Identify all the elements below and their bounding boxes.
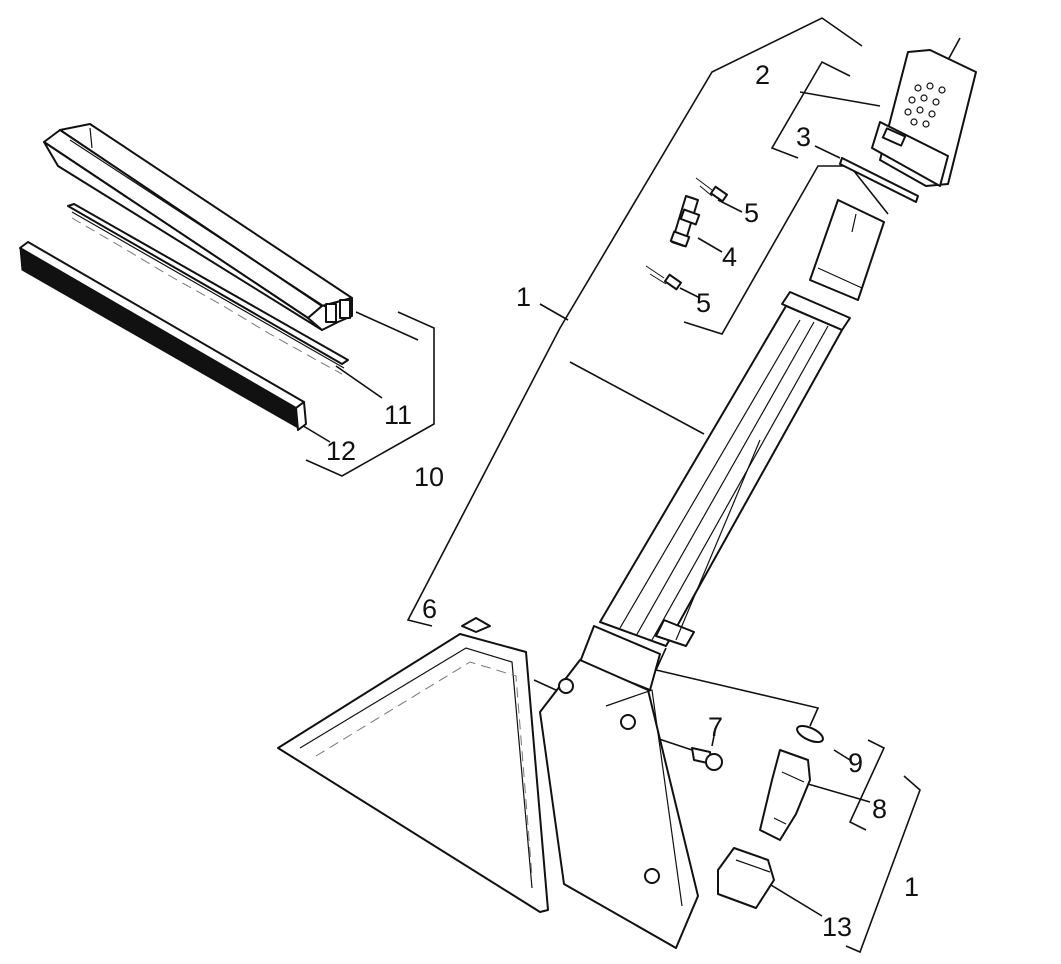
part-tube [579,199,885,691]
part-spring-upper [695,177,729,203]
part-spring-lower [645,265,683,291]
part-nozzle [277,617,699,949]
callout-1-bottom: 1 [904,872,919,902]
callout-labels: 1 2 3 5 4 5 6 7 9 8 11 12 10 1 13 [326,60,919,942]
callout-10: 10 [414,462,444,492]
part-screw [691,747,723,771]
callout-13: 13 [822,912,852,942]
callout-1-top: 1 [516,282,531,312]
callout-8: 8 [872,794,887,824]
group-bracket-2 [770,60,851,159]
callout-9: 9 [848,748,863,778]
part-rail-profile [43,123,353,331]
callout-2: 2 [755,60,770,90]
part-o-ring [796,724,824,744]
part-connector [669,195,701,248]
callout-3: 3 [796,122,811,152]
callout-11: 11 [384,400,412,430]
group-bracket-1-lower [845,775,921,954]
part-seal-strip [839,157,919,203]
part-nozzle-insert [759,749,811,841]
group-bracket-5-4 [683,165,889,335]
part-handle-cap [871,49,977,187]
part-sleeve [717,847,775,909]
cap-holes [904,82,946,128]
callout-6: 6 [422,594,437,624]
part-brush-strip [67,203,349,375]
group-bracket-8 [848,739,886,831]
callout-7: 7 [708,712,723,742]
callout-5-upper: 5 [744,198,759,228]
callout-12: 12 [326,436,356,466]
callout-5-lower: 5 [696,288,711,318]
group-bracket-1-main [406,17,863,627]
group-bracket-pipe-nozzle [654,647,820,727]
part-rubber-lip [19,241,307,431]
group-bracket-10 [305,311,435,477]
callout-4: 4 [722,242,737,272]
